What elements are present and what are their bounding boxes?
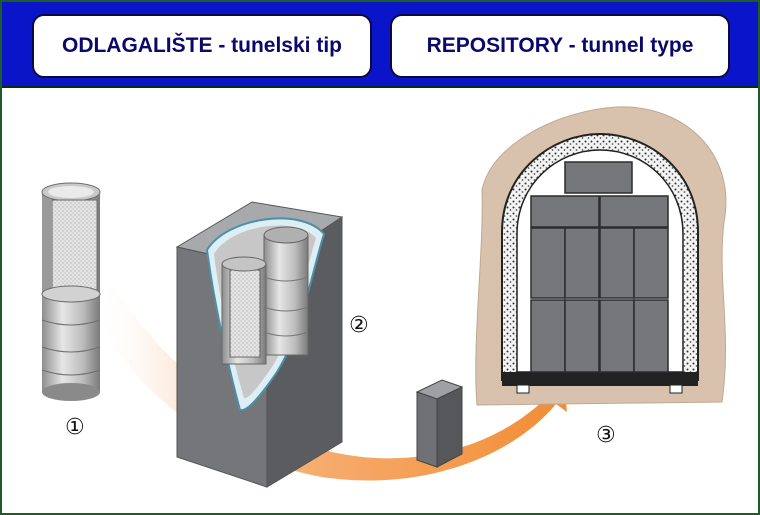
container-block	[415, 379, 464, 468]
step-label-3: ③	[596, 423, 616, 448]
step-label-2: ②	[349, 313, 369, 338]
repository-illustration: ① ② ③	[41, 106, 727, 488]
tunnel-step3	[475, 106, 727, 406]
title-english: REPOSITORY - tunnel type	[390, 14, 730, 78]
container-step2	[175, 201, 344, 488]
header-banner: ODLAGALIŠTE - tunelski tip REPOSITORY - …	[2, 2, 758, 88]
step-label-1: ①	[65, 415, 85, 440]
drum-stack-step1	[41, 182, 101, 401]
title-croatian: ODLAGALIŠTE - tunelski tip	[32, 14, 372, 78]
